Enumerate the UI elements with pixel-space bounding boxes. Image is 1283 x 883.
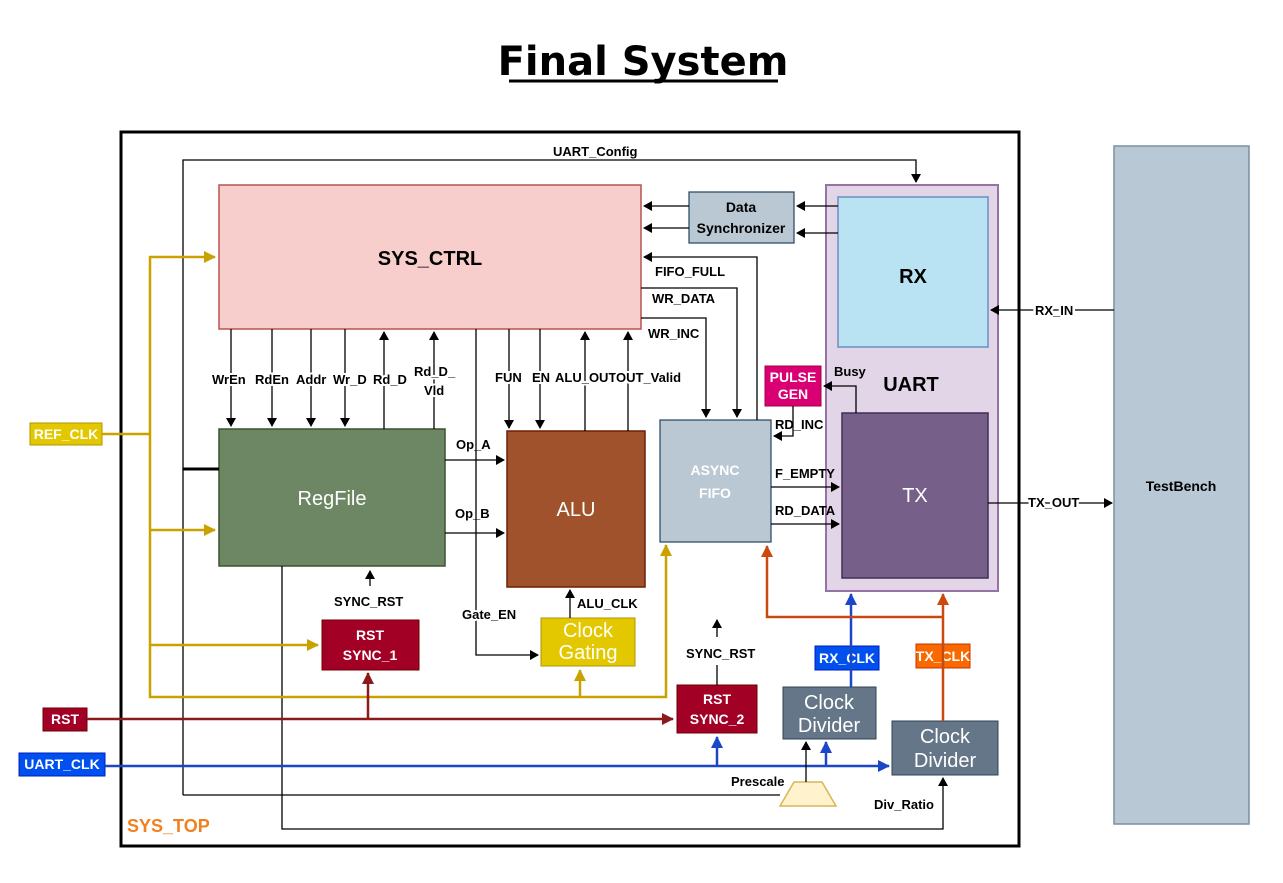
gate-en-wire — [475, 329, 539, 660]
uart-clk-net — [105, 593, 890, 772]
rx-in-label: RX_IN — [1035, 303, 1073, 318]
ref-clk-port-label: REF_CLK — [34, 426, 99, 442]
sync-rst-1-label: SYNC_RST — [334, 594, 403, 609]
sys-ctrl-block — [218, 184, 642, 330]
rd-d-label: Rd_D — [373, 372, 407, 387]
rd-d-vld-label-1: Rd_D_ — [414, 364, 456, 379]
regfile-label: RegFile — [298, 488, 367, 510]
rst-net — [87, 672, 674, 725]
wr-data-wire — [641, 287, 742, 418]
tx-out-label: TX_OUT — [1028, 495, 1079, 510]
rden-label: RdEn — [255, 372, 289, 387]
alu-block — [506, 430, 646, 588]
rx-clk-port — [814, 645, 880, 671]
out-valid-label: OUT_Valid — [616, 370, 681, 385]
op-b-label: Op_B — [455, 506, 490, 521]
prescale-mux — [778, 781, 838, 807]
pulse-gen-label-2: GEN — [778, 386, 808, 402]
clock-gating-block — [540, 617, 636, 667]
rd-inc-label: RD_INC — [775, 417, 824, 432]
rst-port-label: RST — [51, 711, 79, 727]
ref-clk-bus — [148, 544, 672, 699]
clkdiv-rx-label-1: Clock — [804, 692, 855, 714]
rx-clk-port-label: RX_CLK — [819, 650, 875, 666]
clock-divider-tx-block — [891, 720, 999, 776]
fifo-full-label: FIFO_FULL — [655, 264, 725, 279]
uart-config-wire — [182, 159, 921, 795]
alu-clk-label: ALU_CLK — [577, 596, 638, 611]
uart-label: UART — [883, 374, 939, 396]
clkdiv-rx-label-2: Divider — [798, 715, 861, 737]
tx-clk-to-fifo — [761, 545, 943, 619]
clock-gating-label-1: Clock — [563, 620, 614, 642]
f-empty-label: F_EMPTY — [775, 466, 835, 481]
rst-sync-1-block — [321, 619, 420, 671]
sys-top-frame — [119, 130, 1021, 848]
rx-block — [837, 196, 989, 348]
sync-rst-2-label: SYNC_RST — [686, 646, 755, 661]
wren-label: WrEn — [212, 372, 246, 387]
rx-label: RX — [899, 266, 927, 288]
clock-gating-label-2: Gating — [559, 642, 618, 664]
tx-clk-net — [761, 545, 949, 721]
wr-data-label: WR_DATA — [652, 291, 716, 306]
clkdiv-tx-label-1: Clock — [920, 726, 971, 748]
uart-clk-port-label: UART_CLK — [24, 756, 99, 772]
wr-d-label: Wr_D — [333, 372, 367, 387]
busy-wire — [823, 381, 857, 413]
rd-d-vld-label-2: Vld — [424, 383, 444, 398]
testbench-block — [1113, 145, 1250, 825]
pulse-gen-label-1: PULSE — [770, 369, 817, 385]
data-sync-label-1: Data — [726, 199, 757, 215]
rd-data-label: RD_DATA — [775, 503, 836, 518]
clkdiv-tx-label-2: Divider — [914, 750, 977, 772]
gate-en-label: Gate_EN — [462, 607, 516, 622]
pulse-gen-block — [764, 365, 822, 407]
alu-out-label: ALU_OUT — [555, 370, 616, 385]
async-fifo-label-2: FIFO — [699, 485, 731, 501]
fun-label: FUN — [495, 370, 522, 385]
addr-label: Addr — [296, 372, 326, 387]
rd-inc-wire — [773, 406, 794, 441]
busy-label: Busy — [834, 364, 867, 379]
rst-sync-1-label-1: RST — [356, 627, 384, 643]
wr-inc-wire — [641, 317, 711, 418]
async-fifo-block — [659, 419, 772, 543]
clock-divider-rx-block — [782, 686, 877, 740]
tx-block — [841, 412, 989, 579]
tx-label: TX — [902, 485, 928, 507]
op-a-label: Op_A — [456, 437, 491, 452]
diagram-title: Final System — [498, 39, 789, 85]
rst-sync-2-label-2: SYNC_2 — [690, 711, 745, 727]
wr-inc-label: WR_INC — [648, 326, 700, 341]
sys-top-label: SYS_TOP — [127, 816, 210, 836]
ref-clk-net — [102, 251, 672, 699]
uart-clk-port — [18, 752, 106, 777]
en-label: EN — [532, 370, 550, 385]
data-sync-label-2: Synchronizer — [697, 220, 786, 236]
regfile-block — [218, 428, 446, 567]
rst-sync-2-label-1: RST — [703, 691, 731, 707]
rst-sync-1-label-2: SYNC_1 — [343, 647, 398, 663]
sys-ctrl-label: SYS_CTRL — [378, 248, 482, 270]
ref-clk-to-sysctrl — [148, 251, 216, 434]
async-fifo-label-1: ASYNC — [690, 462, 739, 478]
alu-label: ALU — [557, 499, 596, 521]
rst-sync-2-block — [676, 684, 758, 734]
testbench-label: TestBench — [1146, 478, 1217, 494]
uart-config-label: UART_Config — [553, 144, 638, 159]
prescale-label: Prescale — [731, 774, 785, 789]
div-ratio-label: Div_Ratio — [874, 797, 934, 812]
data-synchronizer-block — [688, 191, 795, 244]
fifo-full-wire — [643, 252, 758, 420]
